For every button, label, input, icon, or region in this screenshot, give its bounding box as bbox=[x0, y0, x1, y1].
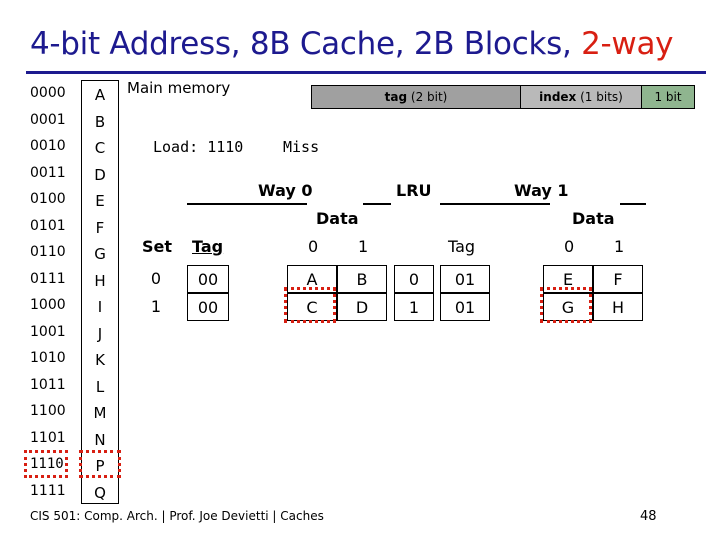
memory-address: 0110 bbox=[30, 244, 66, 260]
cache-cell-w0-d0: A bbox=[287, 265, 337, 293]
memory-address: 1101 bbox=[30, 429, 66, 446]
page-number: 48 bbox=[640, 509, 657, 524]
memory-address: 0011 bbox=[30, 164, 66, 181]
way0-data-rule-right bbox=[363, 203, 391, 205]
index-field-bar: index (1 bits) bbox=[520, 85, 641, 109]
memory-value: F bbox=[95, 218, 105, 237]
tag-field-bar: tag (2 bit) bbox=[311, 85, 520, 109]
cache-cell-w0-tag: 00 bbox=[187, 293, 229, 321]
memory-value: Q bbox=[94, 483, 106, 502]
title-main: 4-bit Address, 8B Cache, 2B Blocks, bbox=[30, 26, 582, 62]
main-memory-label: Main memory bbox=[127, 79, 231, 97]
title-underline bbox=[26, 71, 706, 74]
lru-label: LRU bbox=[396, 181, 432, 200]
way1-data-rule-right bbox=[620, 203, 646, 205]
title-associativity: 2-way bbox=[581, 26, 674, 62]
memory-address: 1110 bbox=[30, 456, 64, 472]
way0-data-label: Data bbox=[316, 209, 359, 228]
memory-address: 0101 bbox=[30, 217, 66, 234]
offset-field-bar: 1 bit bbox=[641, 85, 695, 109]
way1-tag-rule bbox=[440, 203, 550, 205]
memory-address: 0111 bbox=[30, 270, 66, 287]
cache-cell-lru: 0 bbox=[394, 265, 434, 293]
way0-label: Way 0 bbox=[258, 181, 313, 200]
memory-value: G bbox=[94, 245, 106, 263]
cache-cell-w1-d1: F bbox=[593, 265, 643, 293]
memory-address: 1011 bbox=[30, 376, 66, 393]
memory-value: C bbox=[94, 139, 106, 157]
cache-cell-w1-tag: 01 bbox=[440, 293, 490, 321]
memory-value: B bbox=[94, 112, 106, 131]
cache-cell-w0-tag: 00 bbox=[187, 265, 229, 293]
memory-address: 1010 bbox=[30, 350, 66, 366]
memory-address: 1001 bbox=[30, 323, 66, 340]
memory-address: 1111 bbox=[30, 482, 66, 499]
highlight-address-box bbox=[24, 450, 68, 478]
way1-col1-header: 1 bbox=[614, 237, 625, 256]
way1-set1-highlight bbox=[540, 287, 592, 323]
footer-text: CIS 501: Comp. Arch. | Prof. Joe Deviett… bbox=[30, 509, 324, 523]
set-header: Set bbox=[142, 237, 173, 256]
way0-col0-header: 0 bbox=[308, 237, 319, 256]
cache-cell-lru: 1 bbox=[394, 293, 434, 321]
way1-label: Way 1 bbox=[514, 181, 569, 200]
memory-value: A bbox=[94, 86, 106, 104]
slide-title: 4-bit Address, 8B Cache, 2B Blocks, 2-wa… bbox=[30, 26, 673, 62]
memory-value: N bbox=[94, 430, 106, 449]
cache-cell-w0-d1: D bbox=[337, 293, 387, 321]
memory-address: 0001 bbox=[30, 111, 66, 128]
memory-value: J bbox=[97, 324, 103, 343]
cache-cell-w1-d0: E bbox=[543, 265, 593, 293]
cache-cell-w1-d1: H bbox=[593, 293, 643, 321]
way0-col1-header: 1 bbox=[358, 237, 369, 256]
way1-data-label: Data bbox=[572, 209, 615, 228]
memory-address: 0000 bbox=[30, 85, 66, 101]
cache-cell-w1-tag: 01 bbox=[440, 265, 490, 293]
cache-cell-w0-d1: B bbox=[337, 265, 387, 293]
memory-address: 1100 bbox=[30, 403, 66, 419]
way0-set1-highlight bbox=[284, 287, 336, 323]
memory-value: I bbox=[97, 298, 103, 316]
way1-tag-header: Tag bbox=[448, 237, 476, 256]
cache-cell-set: 1 bbox=[150, 297, 162, 316]
memory-value: H bbox=[94, 271, 106, 290]
memory-value: M bbox=[93, 404, 107, 422]
memory-address: 0100 bbox=[30, 191, 66, 207]
load-instruction: Load: 1110 bbox=[153, 138, 244, 156]
memory-value: E bbox=[95, 192, 105, 210]
memory-value: P bbox=[95, 457, 105, 475]
cache-cell-set: 0 bbox=[150, 269, 162, 288]
memory-value: D bbox=[94, 165, 106, 184]
way1-col0-header: 0 bbox=[564, 237, 575, 256]
memory-address: 0010 bbox=[30, 138, 66, 154]
way0-tag-header: Tag bbox=[192, 237, 224, 256]
memory-address: 1000 bbox=[30, 297, 66, 313]
highlight-memory-box bbox=[79, 450, 121, 478]
load-result: Miss bbox=[283, 138, 320, 156]
way0-tag-rule bbox=[187, 203, 307, 205]
memory-value: L bbox=[95, 377, 105, 396]
memory-value: K bbox=[95, 351, 105, 369]
